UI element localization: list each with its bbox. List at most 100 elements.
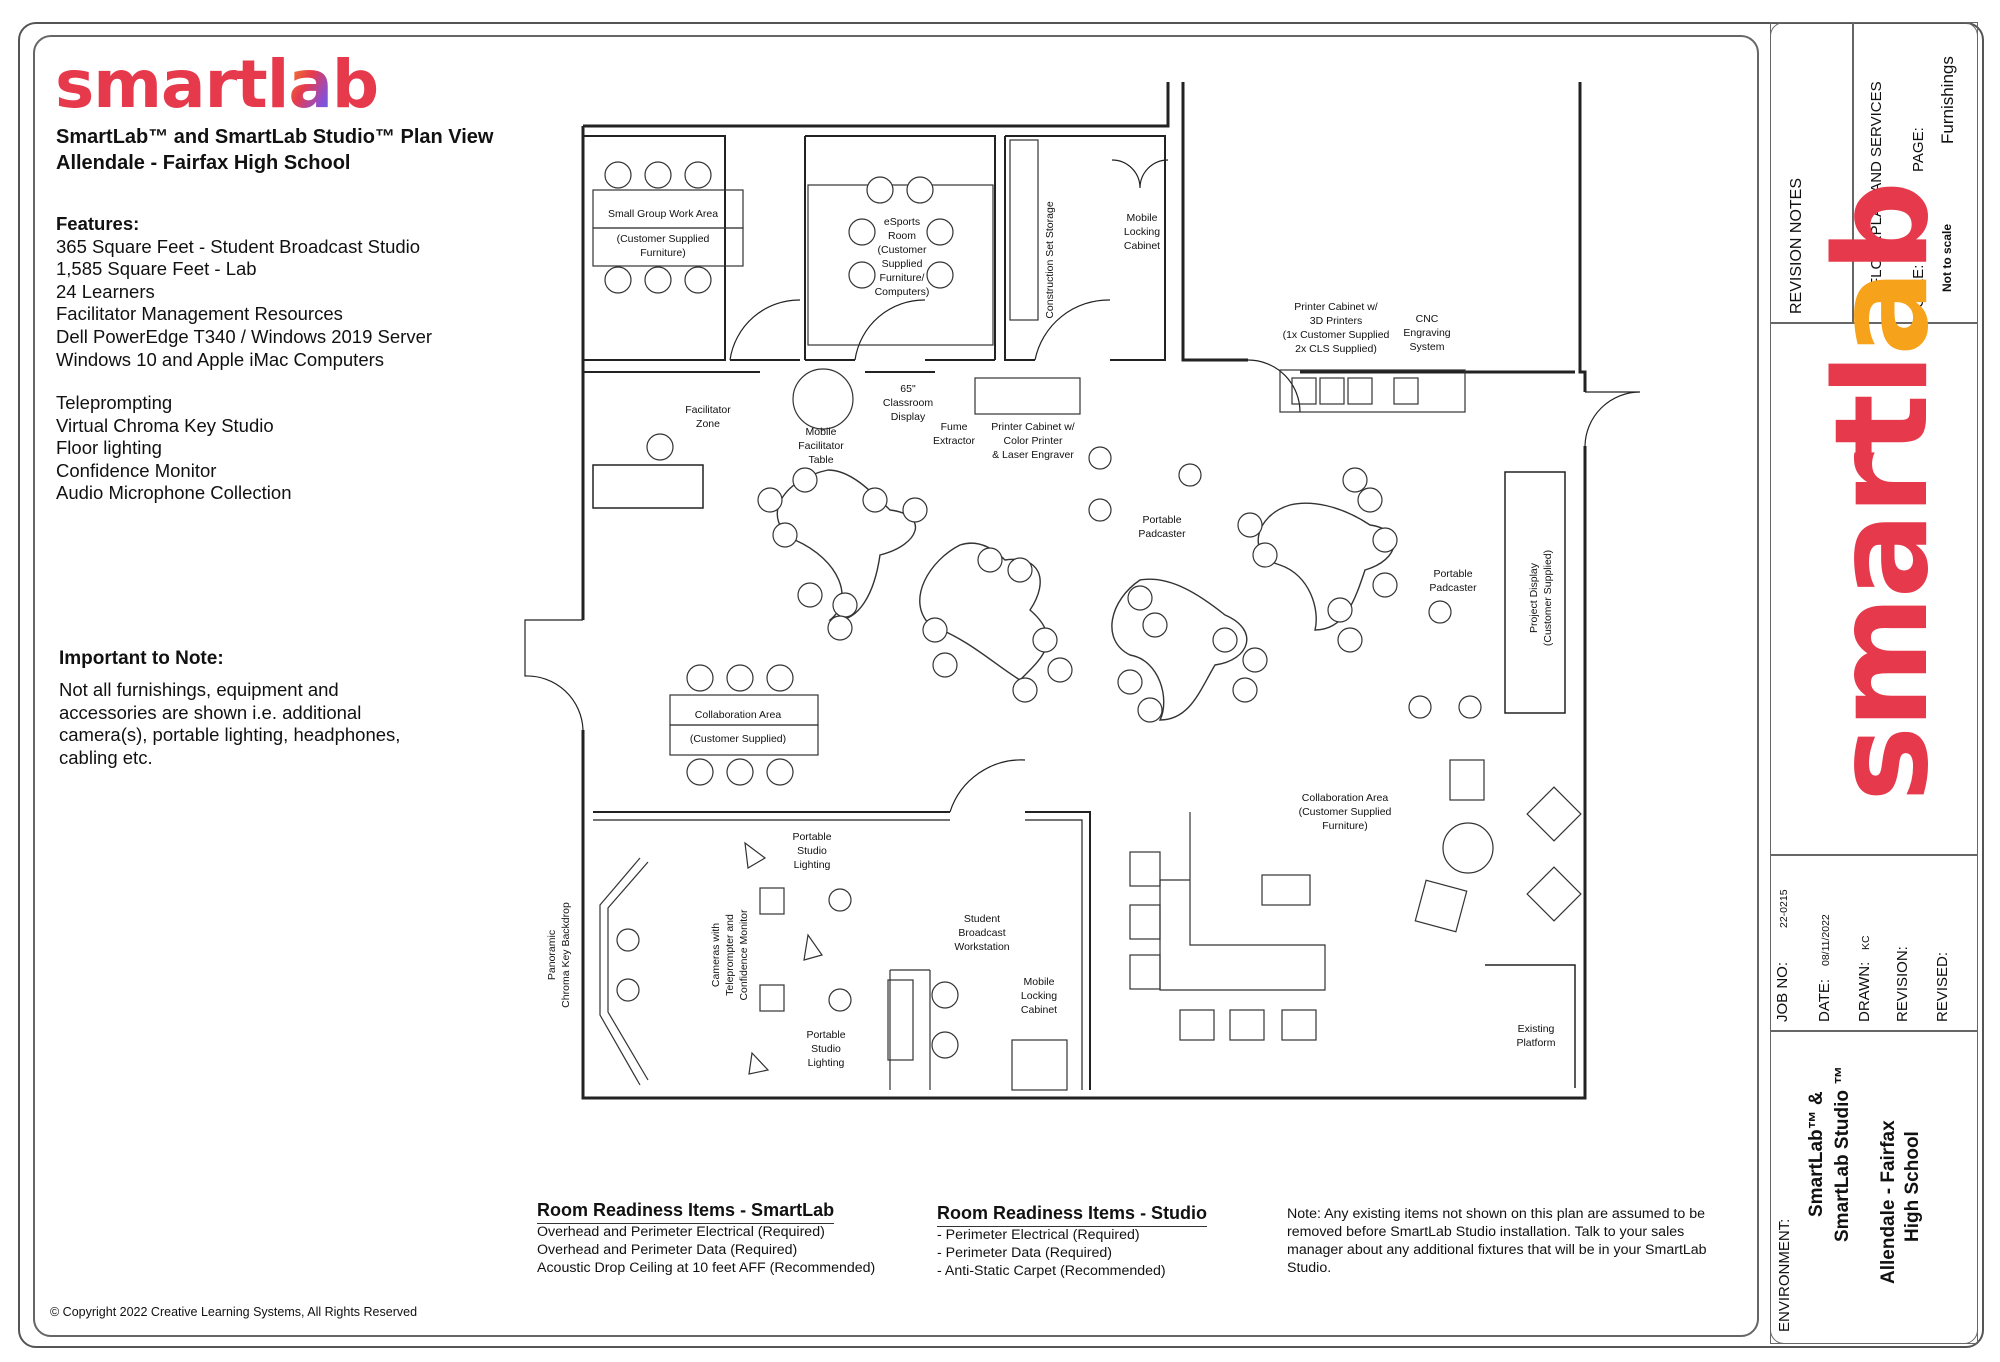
readiness-smartlab-list: Overhead and Perimeter Electrical (Requi… <box>537 1223 875 1277</box>
lighting-label: Studio <box>797 845 827 857</box>
printer-3d-label: 2x CLS Supplied) <box>1295 343 1377 355</box>
project-display-label: (Customer Supplied) <box>1542 550 1554 646</box>
plan-title: SmartLab™ and SmartLab Studio™ Plan View <box>56 126 494 148</box>
cameras-label: Confidence Monitor <box>738 909 750 1001</box>
revision-label: REVISION: <box>1894 946 1911 1022</box>
lighting-label: Portable <box>806 1029 845 1041</box>
facilitator-zone-label: Facilitator <box>685 404 731 416</box>
collab-sub-label: (Customer Supplied) <box>690 733 786 745</box>
lighting-label: Lighting <box>794 859 831 871</box>
environment-value: SmartLab™ & <box>1806 1091 1827 1217</box>
readiness-studio-list: - Perimeter Electrical (Required) - Peri… <box>937 1226 1166 1280</box>
feature-item: Windows 10 and Apple iMac Computers <box>56 348 385 370</box>
school-name-2: High School <box>1902 1131 1923 1242</box>
padcaster-label: Padcaster <box>1429 582 1477 594</box>
revised-label: REVISED: <box>1934 951 1951 1022</box>
esports-label: eSports <box>884 216 920 228</box>
facilitator-zone-label: Zone <box>696 418 720 430</box>
smartlab-logo: smartlab <box>55 46 379 123</box>
readiness-item: Overhead and Perimeter Electrical (Requi… <box>537 1224 825 1240</box>
copyright: © Copyright 2022 Creative Learning Syste… <box>50 1305 418 1319</box>
locking-cabinet-label: Locking <box>1124 226 1160 238</box>
feature-item: Teleprompting <box>56 392 173 413</box>
job-box <box>1770 854 1978 1032</box>
page-label: PAGE: <box>1910 127 1927 172</box>
environment-box <box>1770 1030 1978 1344</box>
installation-note: Note: Any existing items not shown on th… <box>1287 1206 1707 1276</box>
cnc-label: Engraving <box>1403 327 1450 339</box>
chroma-label: Panoramic <box>546 930 558 980</box>
locking-cabinet-label: Cabinet <box>1124 240 1160 252</box>
environment-value-2: SmartLab Studio ™ <box>1832 1065 1853 1242</box>
features-heading: Features: <box>56 213 140 234</box>
printer-3d-label: 3D Printers <box>1310 315 1363 327</box>
date-label: DATE: <box>1816 978 1833 1022</box>
smartlab-vertical-logo: smartlab <box>1808 183 1957 802</box>
lighting-label: Portable <box>792 831 831 843</box>
collab-area2-label: (Customer Supplied <box>1299 806 1392 818</box>
esports-label: Furniture/ <box>880 272 925 284</box>
readiness-smartlab-heading: Room Readiness Items - SmartLab <box>537 1200 835 1224</box>
padcaster-label: Padcaster <box>1138 528 1186 540</box>
construction-label: Construction Set Storage <box>1044 201 1056 318</box>
important-body: Not all furnishings, equipment and acces… <box>59 679 401 768</box>
collab-area2-label: Furniture) <box>1322 820 1368 832</box>
school-title: Allendale - Fairfax High School <box>56 152 351 174</box>
date-value: 08/11/2022 <box>1820 914 1832 966</box>
esports-label: Computers) <box>875 286 930 298</box>
broadcast-label: Workstation <box>954 941 1009 953</box>
broadcast-label: Broadcast <box>958 927 1005 939</box>
printer-3d-label: Printer Cabinet w/ <box>1294 301 1378 313</box>
small-group-label: Small Group Work Area <box>608 208 718 220</box>
feature-item: Facilitator Management Resources <box>56 303 343 325</box>
feature-item: 1,585 Square Feet - Lab <box>56 258 257 280</box>
cameras-label: Cameras with <box>710 923 722 987</box>
revision-notes-label: REVISION NOTES <box>1788 177 1805 314</box>
platform-label: Existing <box>1518 1023 1555 1035</box>
environment-label: ENVIRONMENT: <box>1776 1218 1793 1332</box>
display-label: Display <box>891 411 926 423</box>
readiness-item: - Anti-Static Carpet (Recommended) <box>937 1263 1166 1279</box>
display-label: Classroom <box>883 397 933 409</box>
feature-item: 365 Square Feet - Student Broadcast Stud… <box>56 235 421 257</box>
readiness-item: Acoustic Drop Ceiling at 10 feet AFF (Re… <box>537 1260 876 1276</box>
mobile-facilitator-label: Mobile <box>806 426 837 438</box>
esports-label: Supplied <box>882 258 923 270</box>
project-display-label: Project Display <box>1528 562 1540 633</box>
features-list-2: Teleprompting Virtual Chroma Key Studio … <box>56 392 292 505</box>
page-value: Furnishings <box>1938 56 1957 144</box>
locking-cabinet-label: Locking <box>1021 990 1057 1002</box>
lighting-label: Lighting <box>808 1057 845 1069</box>
drawn-label: DRAWN: <box>1856 961 1873 1022</box>
important-heading: Important to Note: <box>59 648 224 669</box>
cnc-label: CNC <box>1416 313 1439 325</box>
feature-item: Confidence Monitor <box>56 459 217 481</box>
mobile-facilitator-label: Facilitator <box>798 440 844 452</box>
school-name: Allendale - Fairfax <box>1878 1120 1899 1284</box>
small-group-sub: (Customer Supplied <box>617 233 710 245</box>
feature-item: Floor lighting <box>56 437 162 459</box>
collab-area2-label: Collaboration Area <box>1302 792 1389 804</box>
feature-item: Dell PowerEdge T340 / Windows 2019 Serve… <box>56 325 433 347</box>
cameras-label: Teleprompter and <box>724 914 736 996</box>
fume-label: Fume <box>941 421 968 433</box>
job-label: JOB NO: <box>1774 961 1791 1022</box>
esports-label: (Customer <box>877 244 927 256</box>
padcaster-label: Portable <box>1433 568 1472 580</box>
locking-cabinet-label: Cabinet <box>1021 1004 1057 1016</box>
collab-area-label: Collaboration Area <box>695 709 782 721</box>
esports-label: Room <box>888 230 916 242</box>
feature-item: Audio Microphone Collection <box>56 482 292 504</box>
padcaster-label: Portable <box>1142 514 1181 526</box>
printer-color-label: Color Printer <box>1004 435 1063 447</box>
broadcast-label: Student <box>964 913 1000 925</box>
chroma-label: Chroma Key Backdrop <box>560 902 572 1008</box>
feature-item: Virtual Chroma Key Studio <box>56 414 274 436</box>
locking-cabinet-label: Mobile <box>1127 212 1158 224</box>
platform-label: Platform <box>1516 1037 1555 1049</box>
locking-cabinet-label: Mobile <box>1024 976 1055 988</box>
printer-color-label: Printer Cabinet w/ <box>991 421 1075 433</box>
drawing-frame <box>33 35 1759 1337</box>
cnc-label: System <box>1409 341 1444 353</box>
